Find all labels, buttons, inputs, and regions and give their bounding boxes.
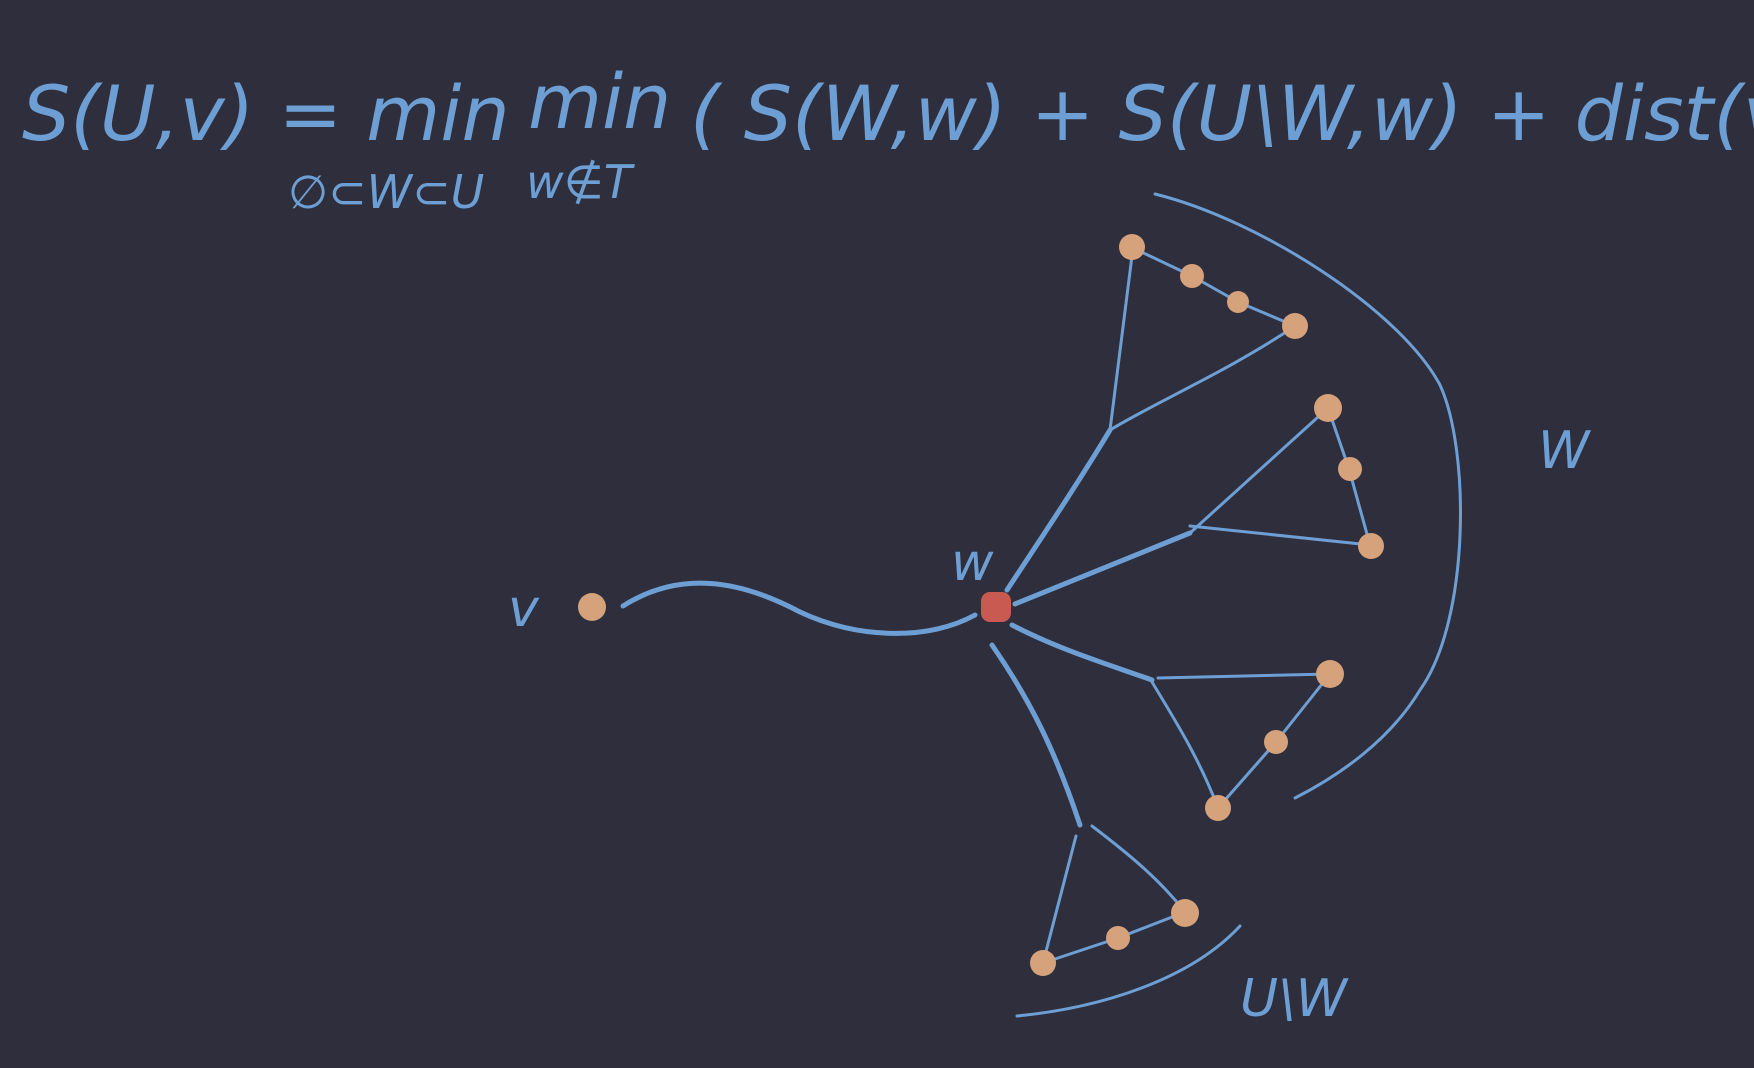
label-W: W — [1538, 421, 1592, 481]
edge-junction-a-right — [1108, 324, 1297, 432]
terminal-node — [1180, 264, 1204, 288]
terminal-node — [1119, 234, 1145, 260]
terminal-node — [1264, 730, 1288, 754]
edge-junction-a-up — [1108, 246, 1135, 432]
terminal-nodes — [578, 234, 1384, 976]
grouping-arcs — [1015, 192, 1462, 1018]
terminal-node — [1227, 291, 1249, 313]
terminal-node — [1171, 899, 1199, 927]
arc-U-minus-W — [1015, 924, 1242, 1018]
terminal-node — [1030, 950, 1056, 976]
label-v: v — [508, 579, 540, 639]
label-U-minus-W: U\W — [1240, 969, 1350, 1029]
formula-body: ( S(W,w) + S(U\W,w) + dist(v,w)) — [690, 69, 1754, 158]
arc-W — [1153, 192, 1462, 800]
terminal-node — [1338, 457, 1362, 481]
edge-w-to-junction-a — [1004, 427, 1113, 593]
edge-junction-c-right — [1156, 672, 1332, 680]
terminal-node — [1314, 394, 1342, 422]
edge-junction-b-up — [1188, 406, 1330, 535]
edge-w-to-junction-b — [1012, 530, 1193, 607]
terminal-node-v — [578, 593, 606, 621]
recurrence-formula: S(U,v) = min min ( S(W,w) + S(U\W,w) + d… — [22, 57, 1754, 219]
formula-inner-min: min — [528, 57, 671, 146]
edge-top-chain — [1131, 246, 1297, 328]
formula-lhs: S(U,v) = min — [22, 69, 510, 158]
edge-w-to-junction-c — [1009, 622, 1155, 683]
terminal-node — [1358, 533, 1384, 559]
terminal-node — [1106, 926, 1130, 950]
path-v-to-w — [620, 580, 978, 636]
formula-subscript-nonterminal: w∉T — [526, 155, 636, 209]
edge-junction-d-left — [1041, 834, 1078, 965]
edge-junction-c-down — [1150, 680, 1220, 810]
edge-w-to-junction-d — [989, 642, 1083, 828]
label-w: w — [951, 533, 994, 593]
terminal-node — [1205, 795, 1231, 821]
steiner-node-w — [981, 592, 1011, 622]
node-labels: v w W U\W — [508, 421, 1592, 1029]
formula-subscript-subset: ∅⊂W⊂U — [288, 165, 484, 219]
terminal-node — [1316, 660, 1344, 688]
terminal-node — [1282, 313, 1308, 339]
edge-junction-d-right — [1090, 824, 1187, 914]
edge-junction-b-right — [1188, 524, 1372, 547]
